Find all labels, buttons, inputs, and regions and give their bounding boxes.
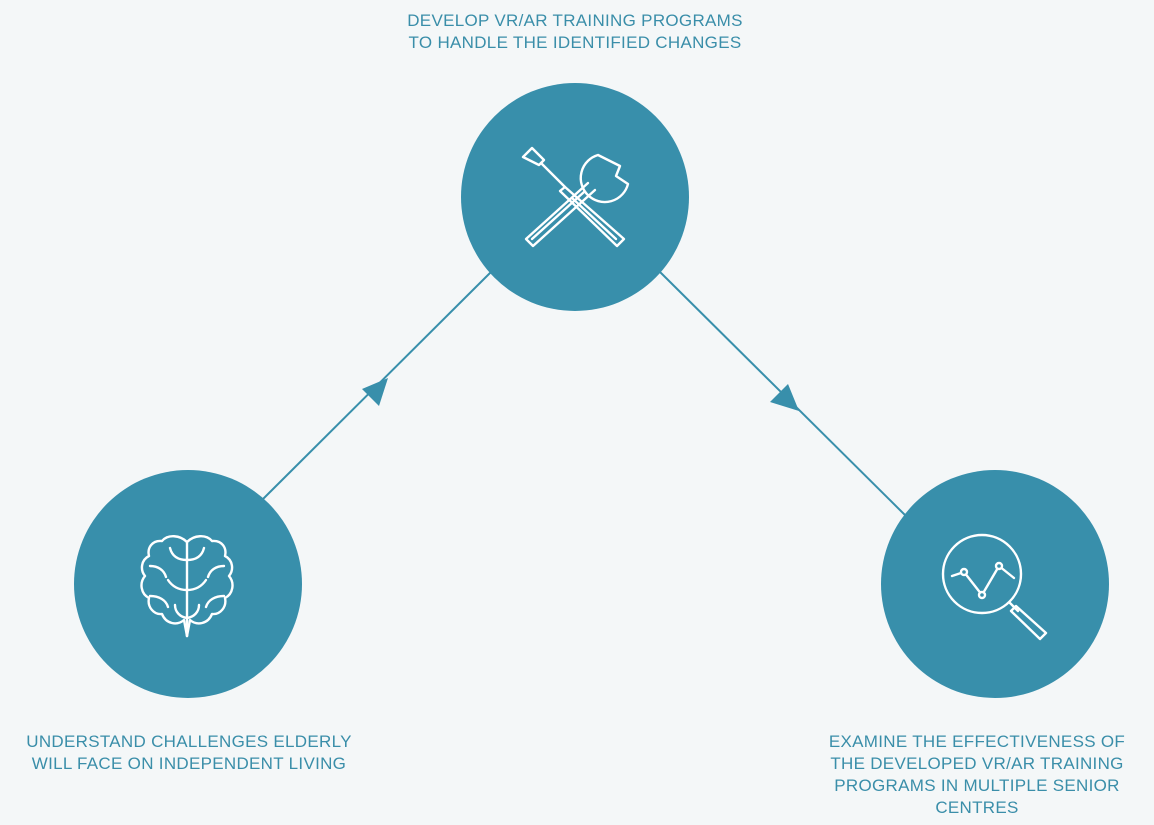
caption-examine-line-3: PROGRAMS IN MULTIPLE SENIOR: [834, 776, 1120, 795]
caption-examine-line-2: THE DEVELOPED VR/AR TRAINING: [830, 754, 1124, 773]
brain-icon: [140, 535, 234, 638]
caption-examine-line-4: CENTRES: [935, 798, 1019, 817]
caption-examine: EXAMINE THE EFFECTIVENESS OF THE DEVELOP…: [804, 731, 1150, 819]
arrow-up-icon: [362, 378, 388, 406]
node-examine: [881, 470, 1109, 698]
caption-develop-line-2: TO HANDLE THE IDENTIFIED CHANGES: [408, 33, 742, 52]
tools-icon: [521, 146, 630, 248]
caption-examine-line-1: EXAMINE THE EFFECTIVENESS OF: [828, 732, 1126, 751]
arrow-down-icon: [770, 384, 799, 411]
caption-understand-line-2: WILL FACE ON INDEPENDENT LIVING: [31, 754, 347, 773]
caption-develop: DEVELOP VR/AR TRAINING PROGRAMS TO HANDL…: [345, 10, 805, 54]
caption-understand-line-1: UNDERSTAND CHALLENGES ELDERLY: [26, 732, 352, 751]
caption-understand: UNDERSTAND CHALLENGES ELDERLY WILL FACE …: [0, 731, 378, 775]
caption-develop-line-1: DEVELOP VR/AR TRAINING PROGRAMS: [407, 11, 743, 30]
magnifier-chart-icon: [941, 533, 1048, 641]
